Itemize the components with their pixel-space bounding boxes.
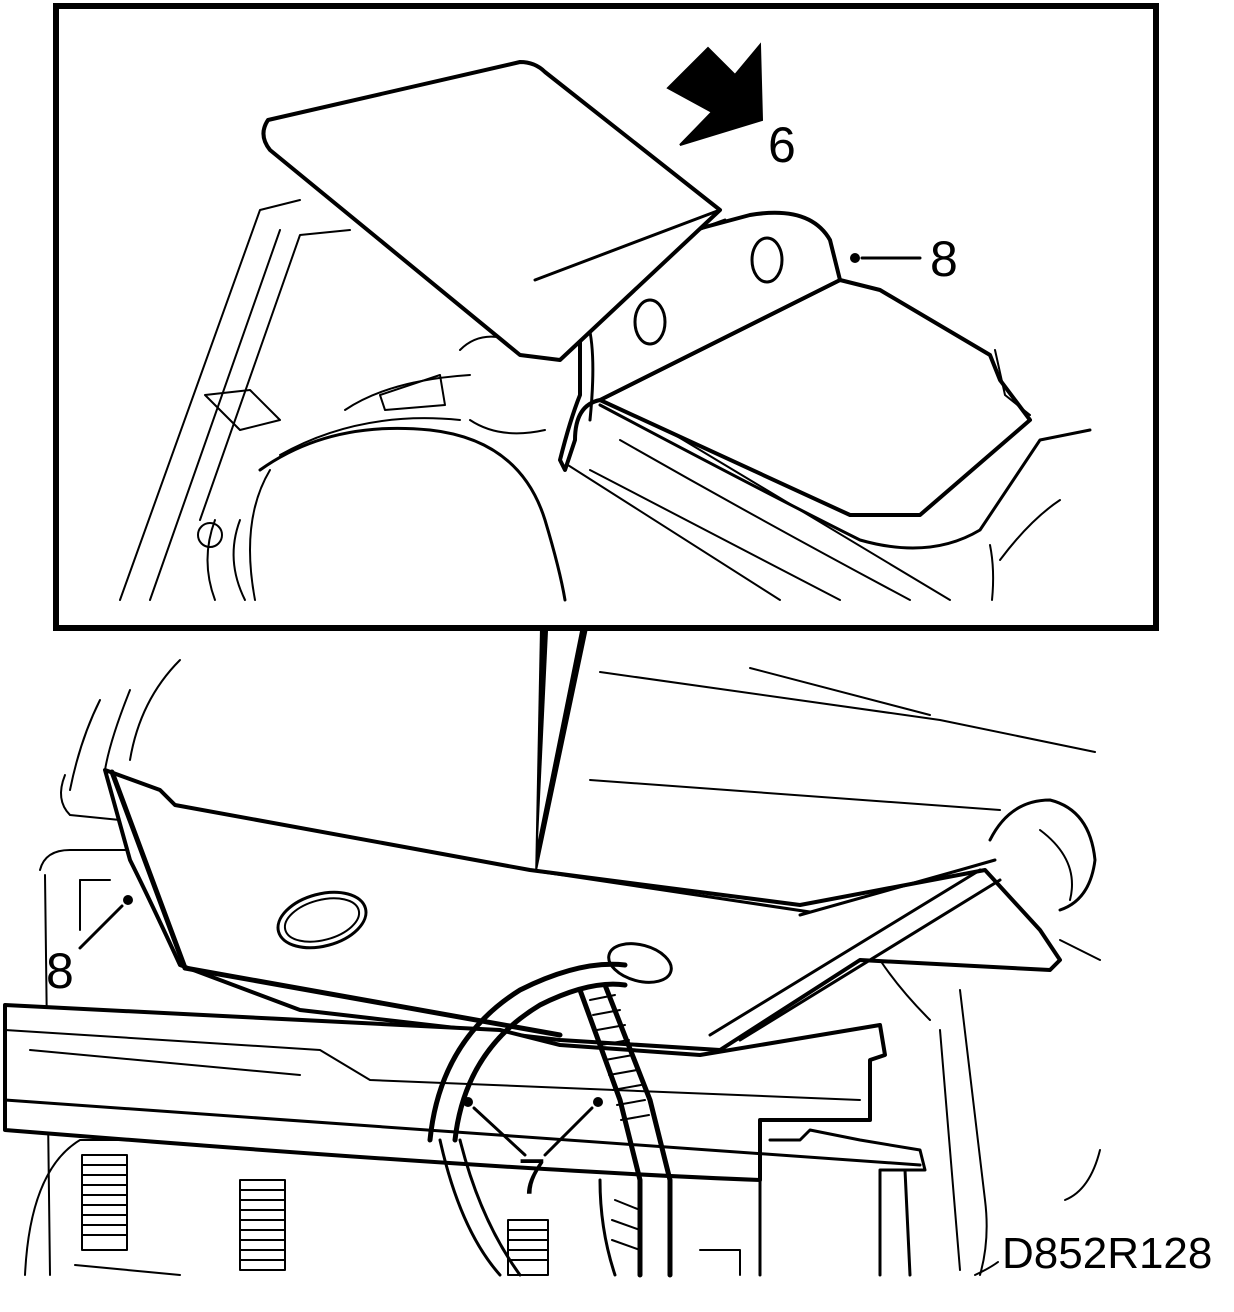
detail-inset (53, 3, 1159, 631)
callout-6-label: 6 (768, 117, 796, 173)
harness-ribs (589, 994, 650, 1251)
callout-8-top-label: 8 (930, 231, 958, 287)
figure-code: D852R128 (1002, 1229, 1212, 1278)
inset-frame (53, 3, 1159, 631)
spring-middle (239, 1179, 286, 1271)
main-view (3, 659, 1101, 1278)
spring-right (507, 1219, 549, 1276)
callout-8-bottom-label: 8 (46, 943, 74, 999)
leader-dot (850, 253, 860, 263)
spring-left (81, 1154, 128, 1251)
callout-7-label: 7 (518, 1149, 546, 1205)
direction-arrow-icon (666, 42, 764, 146)
